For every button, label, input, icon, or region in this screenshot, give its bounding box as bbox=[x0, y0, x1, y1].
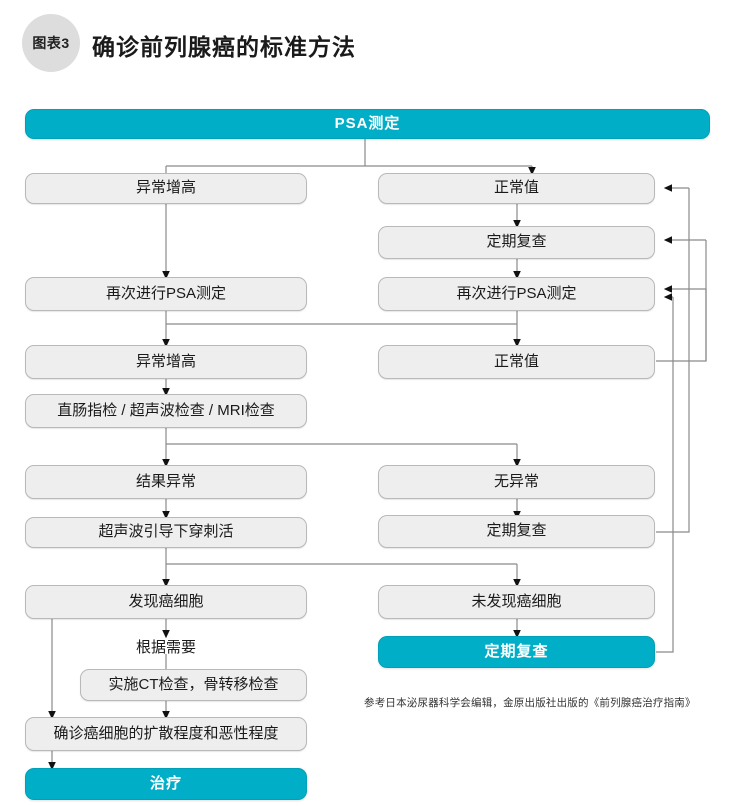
node-psa-test[interactable]: PSA测定 bbox=[25, 109, 710, 139]
node-psa-retest-right[interactable]: 再次进行PSA测定 bbox=[378, 277, 655, 311]
node-cancer-cells-not-found[interactable]: 未发现癌细胞 bbox=[378, 585, 655, 619]
source-footnote: 参考日本泌尿器科学会编辑，金原出版社出版的《前列腺癌治疗指南》 bbox=[364, 697, 696, 709]
node-periodic-recheck-1[interactable]: 定期复查 bbox=[378, 226, 655, 259]
node-psa-retest-left[interactable]: 再次进行PSA测定 bbox=[25, 277, 307, 311]
node-ultrasound-biopsy[interactable]: 超声波引导下穿刺活 bbox=[25, 517, 307, 548]
node-confirm-spread-malignancy[interactable]: 确诊癌细胞的扩散程度和恶性程度 bbox=[25, 717, 307, 751]
node-abnormal-high-1[interactable]: 异常增高 bbox=[25, 173, 307, 204]
node-periodic-recheck-3[interactable]: 定期复查 bbox=[378, 636, 655, 668]
chart-header: 图表3 确诊前列腺癌的标准方法 bbox=[0, 0, 736, 90]
node-abnormal-result[interactable]: 结果异常 bbox=[25, 465, 307, 499]
label-as-needed: 根据需要 bbox=[135, 639, 196, 656]
node-dre-ultrasound-mri[interactable]: 直肠指检 / 超声波检查 / MRI检查 bbox=[25, 394, 307, 428]
node-ct-bone-scan[interactable]: 实施CT检查，骨转移检查 bbox=[80, 669, 307, 701]
node-normal-value-1[interactable]: 正常值 bbox=[378, 173, 655, 204]
figure-badge: 图表3 bbox=[22, 14, 80, 72]
page-title: 确诊前列腺癌的标准方法 bbox=[92, 34, 356, 60]
node-periodic-recheck-2[interactable]: 定期复查 bbox=[378, 515, 655, 548]
node-treatment[interactable]: 治疗 bbox=[25, 768, 307, 800]
node-no-abnormality[interactable]: 无异常 bbox=[378, 465, 655, 499]
node-normal-value-2[interactable]: 正常值 bbox=[378, 345, 655, 379]
node-cancer-cells-found[interactable]: 发现癌细胞 bbox=[25, 585, 307, 619]
node-abnormal-high-2[interactable]: 异常增高 bbox=[25, 345, 307, 379]
